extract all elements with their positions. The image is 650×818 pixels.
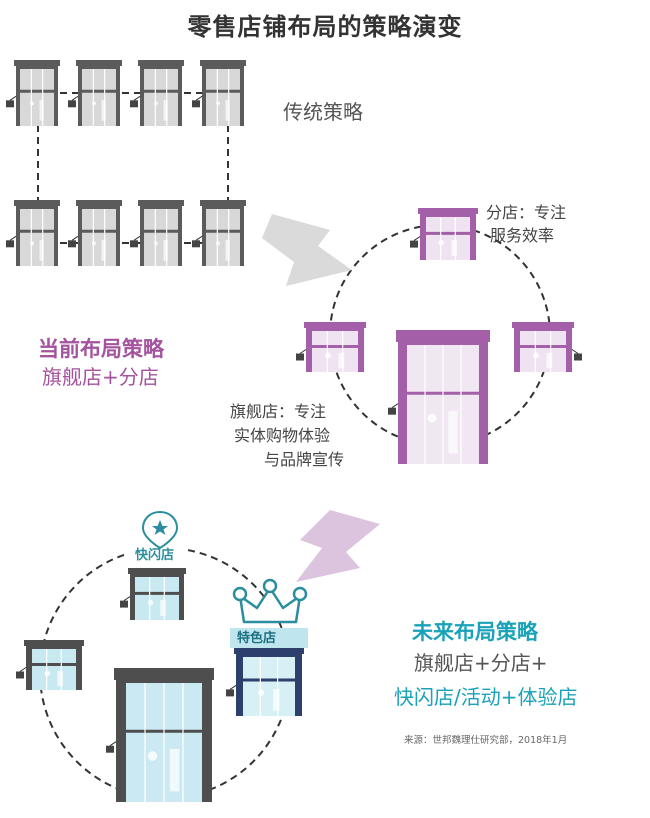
crown-icon (232, 578, 308, 624)
flagship-note-line-3: 与品牌宣传 (264, 450, 345, 469)
specialty-label-band (230, 628, 308, 648)
traditional-store-icon (6, 200, 60, 266)
specialty-store-icon (226, 648, 304, 716)
future-flagship-store-icon (106, 668, 214, 802)
traditional-store-icon (6, 60, 60, 126)
page-title: 零售店铺布局的策略演变 (187, 13, 463, 41)
future-strategy-line-2: 快闪店/活动+体验店 (394, 685, 578, 709)
arrow-down-left-icon (296, 510, 380, 582)
traditional-store-icon (130, 60, 184, 126)
traditional-store-icon (68, 200, 122, 266)
branch-note-line-1: 分店：专注 (486, 203, 567, 222)
popup-store-label: 快闪店 (135, 548, 175, 563)
branch-store-icon (296, 322, 366, 372)
popup-label-strip (128, 545, 186, 565)
flagship-note-line-1: 旗舰店：专注 (230, 402, 327, 421)
specialty-store-label: 特色店 (237, 631, 277, 646)
branch-note-line-2: 服务效率 (490, 226, 555, 245)
future-branch-store-icon (16, 640, 84, 690)
flagship-store-icon (388, 330, 490, 464)
arrow-down-right-icon (262, 214, 352, 286)
flagship-note-line-2: 实体购物体验 (234, 426, 331, 445)
future-strategy-line-1: 旗舰店+分店+ (414, 651, 548, 675)
traditional-store-icon (130, 200, 184, 266)
traditional-store-icon (192, 60, 246, 126)
branch-store-icon (512, 322, 582, 372)
traditional-store-icon (68, 60, 122, 126)
traditional-strategy-label: 传统策略 (283, 100, 363, 124)
source-note: 来源：世邦魏理仕研究部，2018年1月 (404, 735, 568, 746)
branch-store-icon (410, 208, 478, 260)
traditional-store-icon (192, 200, 246, 266)
popup-store-icon (120, 568, 186, 620)
current-strategy-heading: 当前布局策略 (38, 337, 164, 361)
location-pin-icon (141, 510, 179, 550)
current-strategy-subheading: 旗舰店+分店 (42, 365, 159, 389)
future-strategy-heading: 未来布局策略 (412, 620, 538, 644)
